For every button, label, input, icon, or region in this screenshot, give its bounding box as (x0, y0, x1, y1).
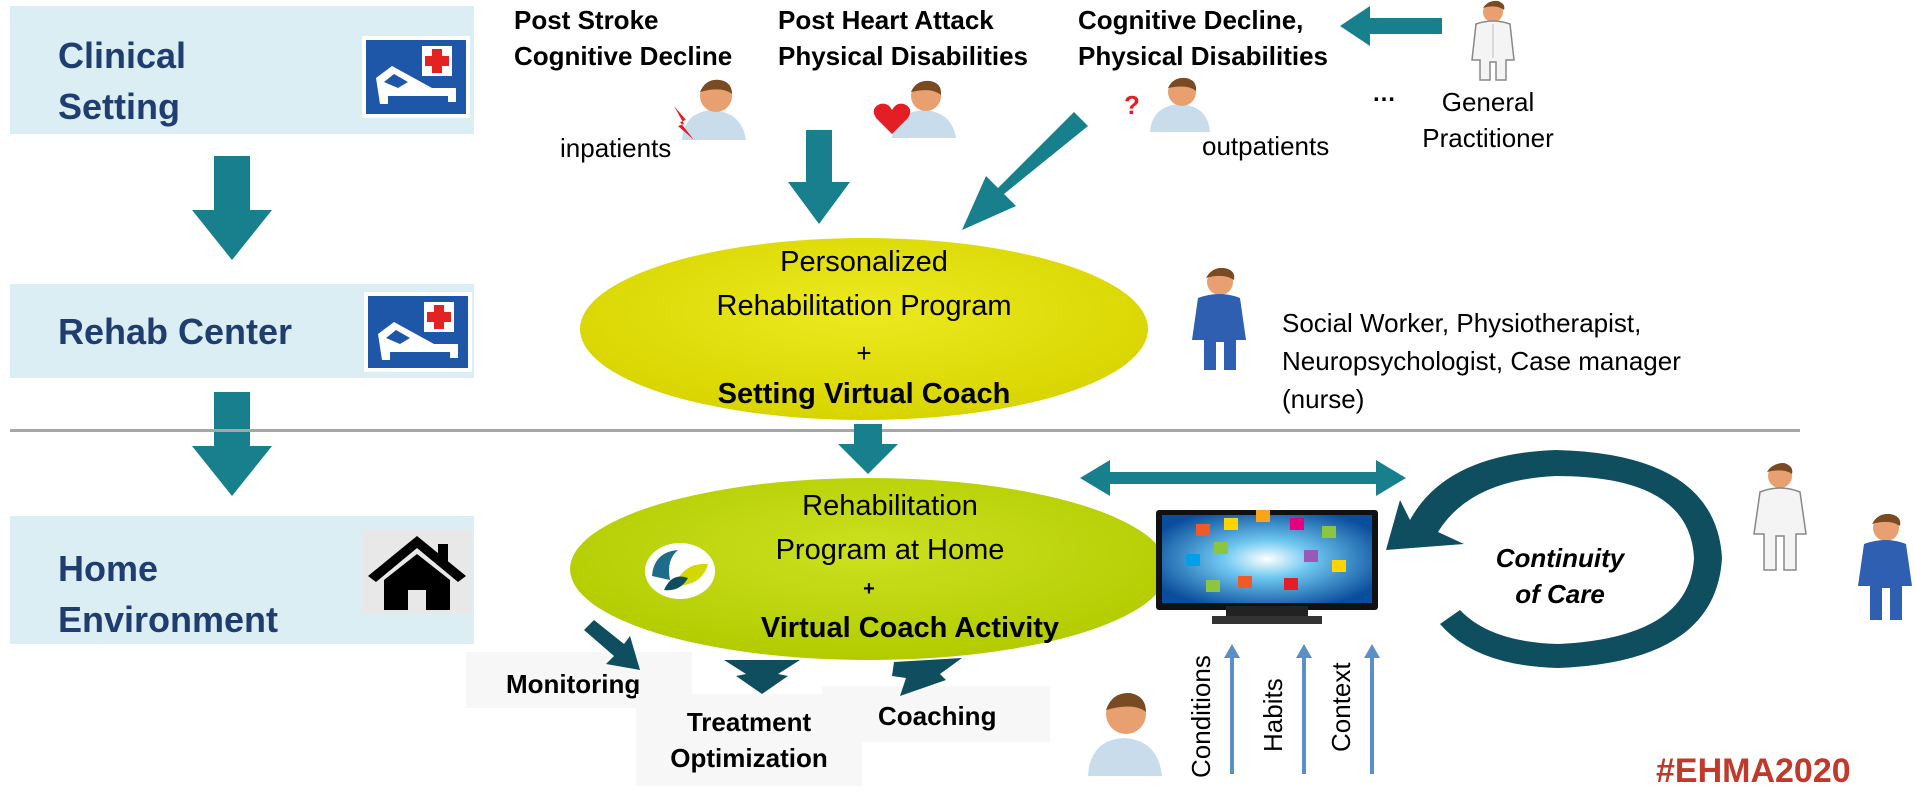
coaching-label: Coaching (878, 701, 997, 731)
coaching-card (822, 686, 1050, 742)
cognitive-patient-title: Cognitive Decline, Physical Disabilities (1078, 5, 1329, 71)
down-arrow-to-home-program (838, 424, 898, 474)
heart-patient-icon (873, 80, 956, 138)
down-arrow-rehab-to-home (192, 392, 272, 496)
monitoring-label: Monitoring (506, 669, 641, 699)
program-subtitle: Setting Virtual Coach (717, 378, 1011, 410)
doctor-icon (1753, 463, 1807, 571)
question-mark: ? (1124, 90, 1140, 120)
stage-home-environment-label: Home Environment (58, 548, 279, 640)
left-arrow-gp (1340, 6, 1442, 46)
stage-clinical-setting-label: Clinical Setting (58, 35, 187, 127)
nurse-icon (1858, 513, 1912, 620)
doctor-icon (1471, 0, 1515, 81)
context-label: Context (1326, 662, 1356, 752)
arrow-to-coaching (892, 658, 962, 696)
input-arrow-habits (1296, 644, 1312, 774)
hospital-bed-icon (364, 292, 472, 377)
gp-label: General Practitioner (1422, 87, 1554, 153)
smart-tv-icon (1156, 510, 1378, 624)
conditions-label: Conditions (1186, 655, 1216, 778)
diagonal-arrow-to-program (962, 112, 1088, 230)
home-program-title: Rehabilitation Program at Home (775, 490, 1005, 566)
habits-label: Habits (1258, 678, 1288, 752)
divider-line (10, 429, 1800, 432)
program-plus: + (856, 338, 872, 368)
input-arrow-context (1364, 644, 1380, 774)
double-arrow (1080, 460, 1406, 496)
heart-patient-title: Post Heart Attack Physical Disabilities (778, 5, 1029, 71)
home-program-subtitle: Virtual Coach Activity (760, 612, 1060, 644)
arrow-to-treatment (724, 660, 800, 694)
program-ellipse (580, 238, 1148, 420)
outpatient-icon (1150, 77, 1210, 132)
ellipsis: … (1372, 80, 1396, 107)
hospital-bed-icon (362, 36, 470, 123)
house-icon (362, 530, 472, 619)
stage-rehab-center-label: Rehab Center (58, 311, 293, 352)
event-hashtag: #EHMA2020 (1656, 752, 1851, 790)
inpatients-label: inpatients (560, 133, 672, 163)
team-label: Social Worker, Physiotherapist, Neuropsy… (1282, 308, 1681, 414)
input-arrow-conditions (1224, 644, 1240, 774)
home-program-plus: + (863, 578, 875, 600)
stroke-patient-title: Post Stroke Cognitive Decline (514, 5, 733, 71)
stroke-patient-icon (674, 79, 746, 140)
arrow-to-monitoring (584, 620, 640, 670)
down-arrow-clinical-to-rehab (192, 156, 272, 260)
nurse-icon (1192, 267, 1246, 370)
virtual-coach-logo-icon (645, 543, 715, 599)
home-patient-icon (1088, 692, 1162, 776)
home-program-ellipse (570, 478, 1168, 660)
down-arrow-to-program (788, 130, 850, 224)
treatment-label: Treatment Optimization (670, 707, 828, 773)
outpatients-label: outpatients (1202, 131, 1330, 161)
program-title: Personalized Rehabilitation Program (716, 246, 1012, 322)
continuity-label: Continuity of Care (1495, 543, 1625, 609)
